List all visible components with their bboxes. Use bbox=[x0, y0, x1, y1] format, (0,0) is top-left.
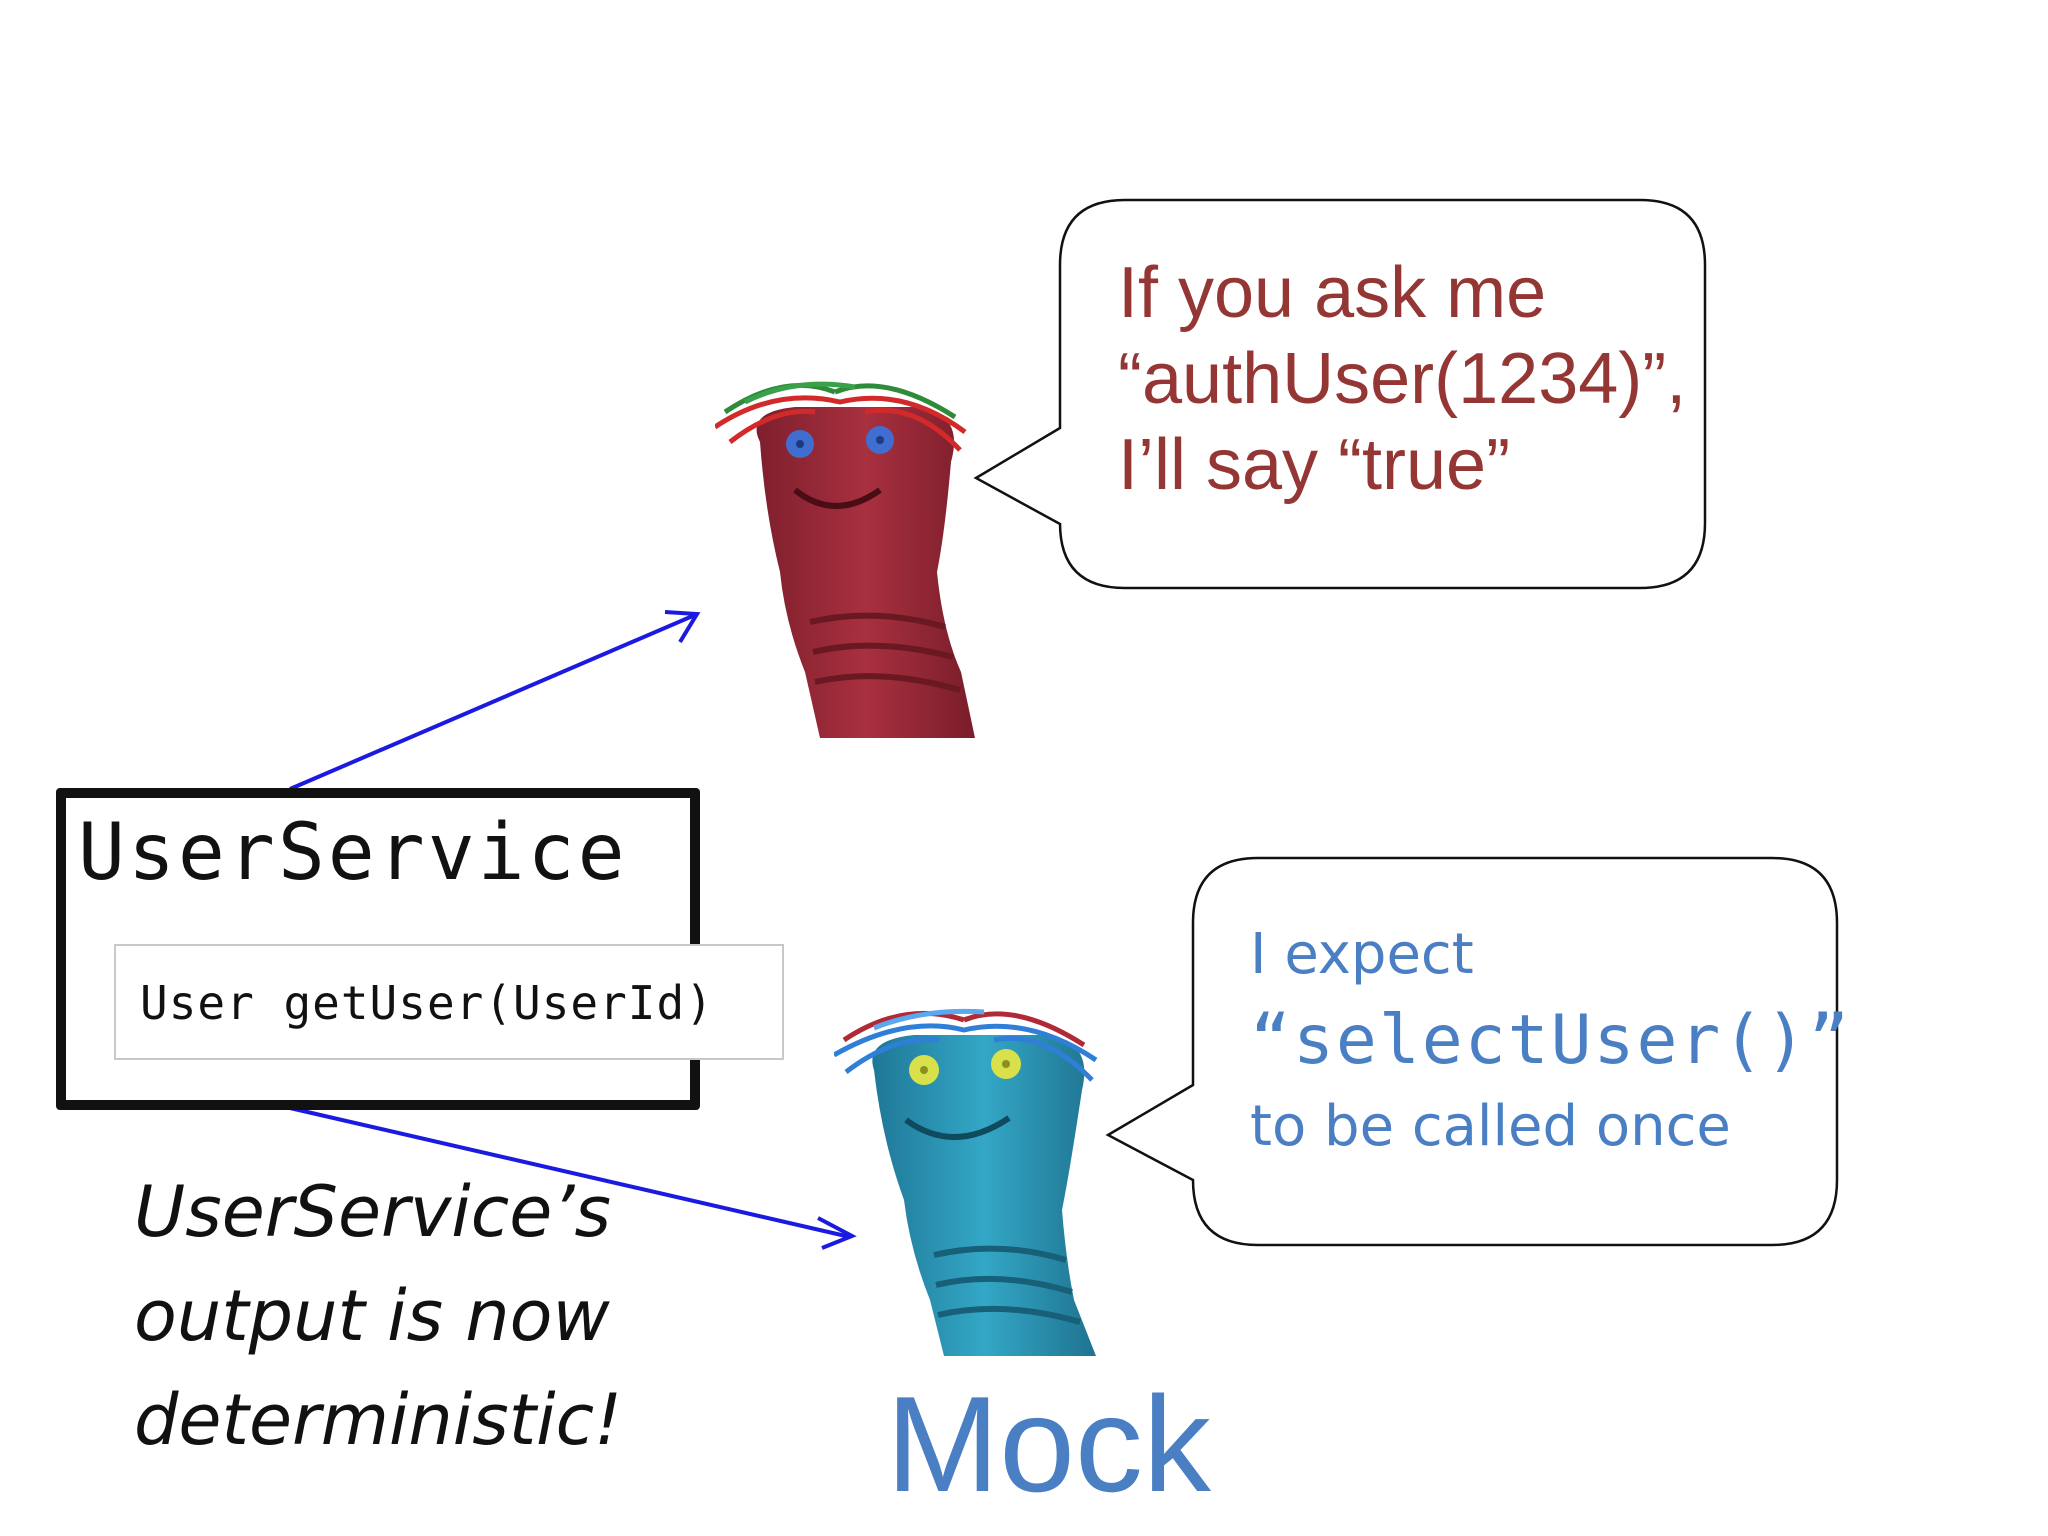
user-service-title: UserService bbox=[78, 808, 628, 898]
mock-bubble-line-1: I expect bbox=[1250, 922, 1474, 987]
stub-bubble-text: If you ask me “authUser(1234)”, I’ll say… bbox=[1118, 250, 1718, 508]
stub-bubble-line-1: If you ask me bbox=[1118, 253, 1547, 333]
caption-line-3: deterministic! bbox=[134, 1379, 623, 1461]
blue-sock-puppet bbox=[834, 1008, 1098, 1356]
mock-bubble-text: I expect “selectUser()” to be called onc… bbox=[1250, 912, 1870, 1170]
method-box bbox=[114, 944, 784, 1060]
stub-bubble-line-3: I’ll say “true” bbox=[1118, 425, 1511, 505]
stub-bubble-line-2: “authUser(1234)”, bbox=[1118, 339, 1687, 419]
method-signature: User getUser(UserId) bbox=[140, 976, 714, 1030]
mock-bubble-code: “selectUser()” bbox=[1250, 1001, 1852, 1080]
mock-bubble-line-3: to be called once bbox=[1250, 1094, 1731, 1159]
determinism-caption: UserService’s output is now deterministi… bbox=[134, 1160, 694, 1472]
red-sock-puppet bbox=[715, 381, 975, 738]
mock-label: Mock bbox=[886, 1368, 1211, 1520]
caption-line-1: UserService’s bbox=[134, 1171, 611, 1253]
caption-line-2: output is now bbox=[134, 1275, 610, 1357]
arrow-to-stub bbox=[289, 610, 701, 791]
